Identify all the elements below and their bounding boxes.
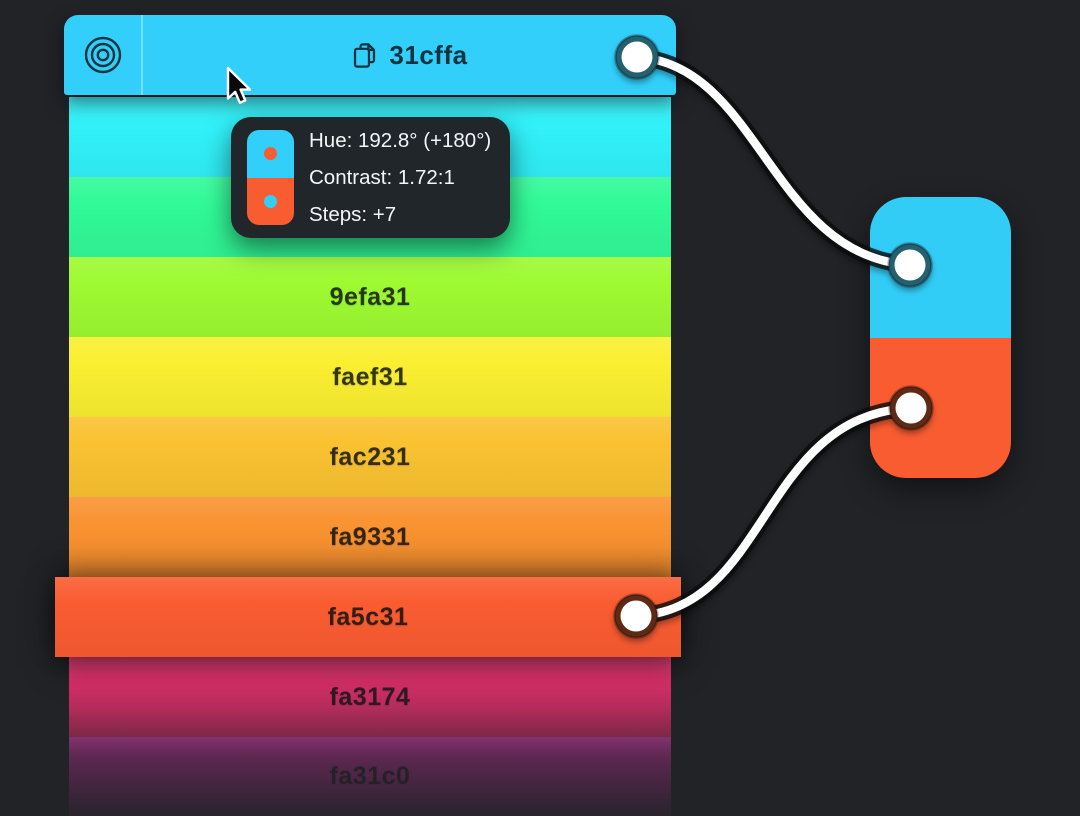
tooltip-contrast: Contrast: 1.72:1 [309,166,455,189]
tooltip-swatch-top [247,130,294,178]
hover-tooltip: Hue: 192.8° (+180°) Contrast: 1.72:1 Ste… [231,117,510,238]
color-row[interactable]: fac231 [69,417,671,497]
copy-icon [354,42,376,68]
palette-node-header[interactable]: 31cffa [64,15,676,95]
output-color-pair-node[interactable] [870,197,1011,478]
color-row[interactable]: faef31 [69,337,671,417]
color-row-label: fac231 [329,442,411,471]
target-icon [84,36,121,74]
color-row-label: 9efa31 [329,282,411,311]
node-title: 31cffa [389,39,468,70]
color-row-label: fa31c0 [329,762,411,790]
ring-icon [264,147,277,161]
color-row-label: faef31 [332,362,408,391]
output-bottom-swatch[interactable] [870,337,1011,478]
color-row[interactable]: fa31c0 [69,737,671,816]
color-row-label: fa3174 [329,682,411,711]
tooltip-steps: Steps: +7 [309,203,397,226]
color-row[interactable]: fa3174 [69,657,671,737]
color-row-label: fa9331 [329,522,411,551]
tooltip-stats: Hue: 192.8° (+180°) Contrast: 1.72:1 Ste… [309,125,491,230]
node-title-area[interactable]: 31cffa [143,15,676,95]
color-row-selected[interactable]: fa5c31 [55,577,681,657]
node-type-button[interactable] [64,15,143,95]
mouse-cursor [226,66,252,104]
ring-icon [264,194,277,208]
tooltip-swatch-bottom [247,177,294,225]
output-top-swatch[interactable] [870,197,1011,338]
color-row[interactable]: fa9331 [69,497,671,577]
color-row-label: fa5c31 [327,602,409,631]
tooltip-hue: Hue: 192.8° (+180°) [309,129,492,152]
tooltip-color-pair-swatch [247,130,294,225]
color-row[interactable]: 9efa31 [69,257,671,337]
